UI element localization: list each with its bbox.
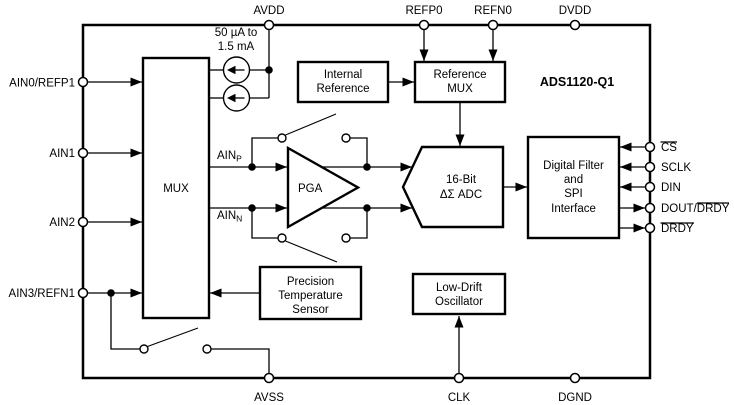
pin-terminal-dout-drdy	[644, 202, 656, 214]
pin-label-refn0: REFN0	[474, 5, 512, 17]
pin-labels: AVDD REFP0 REFN0 DVDD AVSS CLK DGND AIN0…	[9, 5, 730, 404]
pga-label: PGA	[298, 183, 323, 195]
wire-switch-to-avss	[211, 348, 270, 373]
current-source-icon-top	[222, 56, 251, 84]
switch-icon-avss	[139, 344, 212, 354]
pin-terminal-drdy	[644, 222, 656, 234]
current-source-range-line1: 50 µA to	[215, 27, 257, 39]
pin-label-din: DIN	[661, 182, 681, 194]
digital-filter-block: Digital Filter and SPI Interface	[526, 135, 621, 240]
mux-block: MUX	[141, 56, 211, 320]
oscillator-block: Low-Drift Oscillator	[411, 272, 507, 316]
pin-label-drdy: DRDY	[661, 223, 694, 235]
pin-label-ain2: AIN2	[49, 217, 75, 229]
internal-reference-block: Internal Reference	[296, 60, 390, 104]
pin-label-ain3-refn1: AIN3/REFN1	[9, 288, 75, 300]
ainp-label: AINP	[217, 150, 242, 164]
pin-terminal-dgnd	[569, 372, 581, 384]
digital-filter-line2: and	[564, 174, 583, 186]
pin-terminals	[77, 19, 656, 384]
pin-label-refp0: REFP0	[405, 5, 442, 17]
digital-filter-outline	[526, 135, 621, 240]
pin-terminal-ain0	[77, 76, 89, 88]
internal-reference-line2: Reference	[316, 83, 369, 95]
pga-outline	[286, 145, 361, 230]
current-source-icon-bottom	[222, 84, 251, 112]
pin-label-clk: CLK	[448, 392, 471, 404]
pin-terminal-ain3	[77, 287, 89, 299]
mux-outline	[141, 56, 211, 320]
temperature-sensor-outline	[258, 265, 363, 321]
temperature-sensor-line1: Precision	[287, 276, 334, 288]
digital-filter-line4: Interface	[551, 203, 596, 215]
reference-mux-line1: Reference	[433, 69, 486, 81]
pin-terminal-ain2	[77, 216, 89, 228]
pin-label-dvdd: DVDD	[559, 5, 592, 17]
wire-bypass-top-in	[251, 137, 278, 167]
pin-label-avss: AVSS	[254, 392, 284, 404]
oscillator-line2: Oscillator	[435, 296, 483, 308]
wire-ain3-to-switch	[110, 293, 140, 350]
pin-terminal-din	[644, 181, 656, 193]
pin-label-ain0-refp1: AIN0/REFP1	[9, 78, 75, 90]
pin-terminal-avss	[263, 372, 275, 384]
pga-block: PGA	[286, 145, 361, 230]
wire-bypass-bottom-in	[251, 208, 278, 239]
current-source-range-line2: 1.5 mA	[218, 41, 255, 53]
pin-label-sclk: SCLK	[661, 162, 691, 174]
temperature-sensor-line2: Temperature	[278, 290, 343, 302]
adc-line1: 16-Bit	[446, 174, 477, 186]
reference-mux-line2: MUX	[447, 83, 473, 95]
pin-terminal-dvdd	[569, 19, 581, 31]
temperature-sensor-line3: Sensor	[292, 304, 329, 316]
temperature-sensor-block: Precision Temperature Sensor	[258, 265, 363, 321]
pin-terminal-ain1	[77, 147, 89, 159]
junction-dots	[107, 66, 371, 297]
pin-terminal-refp0	[418, 19, 430, 31]
wire-bypass-top-out	[350, 137, 368, 167]
adc-line2: ΔΣ ADC	[440, 189, 482, 201]
digital-filter-line1: Digital Filter	[543, 160, 604, 172]
pin-label-avdd: AVDD	[253, 5, 284, 17]
adc-block: 16-Bit ΔΣ ADC	[401, 145, 505, 229]
switch-lever-top	[285, 113, 337, 136]
wire-bypass-bottom-out	[350, 208, 368, 239]
pin-terminal-refn0	[487, 19, 499, 31]
pin-terminal-cs	[644, 141, 656, 153]
current-source-arrow	[227, 65, 236, 75]
adc-outline	[401, 145, 505, 229]
switch-lever-avss	[147, 327, 199, 348]
switch-icon-bypass-top	[277, 133, 351, 143]
internal-reference-line1: Internal	[324, 69, 362, 81]
internal-reference-outline	[296, 60, 390, 104]
switch-lever-bottom	[285, 240, 338, 263]
mux-label: MUX	[163, 183, 189, 195]
ainn-label: AINN	[217, 210, 242, 224]
pin-terminal-sclk	[644, 161, 656, 173]
reference-mux-block: Reference MUX	[413, 60, 507, 104]
pin-label-dout-drdy: DOUT/DRDY	[661, 203, 730, 215]
oscillator-outline	[411, 272, 507, 316]
pin-terminal-avdd	[263, 19, 275, 31]
pin-label-cs: CS	[661, 142, 677, 154]
pin-label-dgnd: DGND	[558, 392, 592, 404]
oscillator-line1: Low-Drift	[436, 282, 483, 294]
digital-filter-line3: SPI	[564, 188, 583, 200]
chip-name-label: ADS1120-Q1	[540, 75, 614, 89]
reference-mux-outline	[413, 60, 507, 104]
pin-label-ain1: AIN1	[49, 148, 75, 160]
pin-terminal-clk	[453, 372, 465, 384]
switch-icon-bypass-bottom	[277, 233, 351, 243]
current-source-arrow	[227, 93, 236, 103]
